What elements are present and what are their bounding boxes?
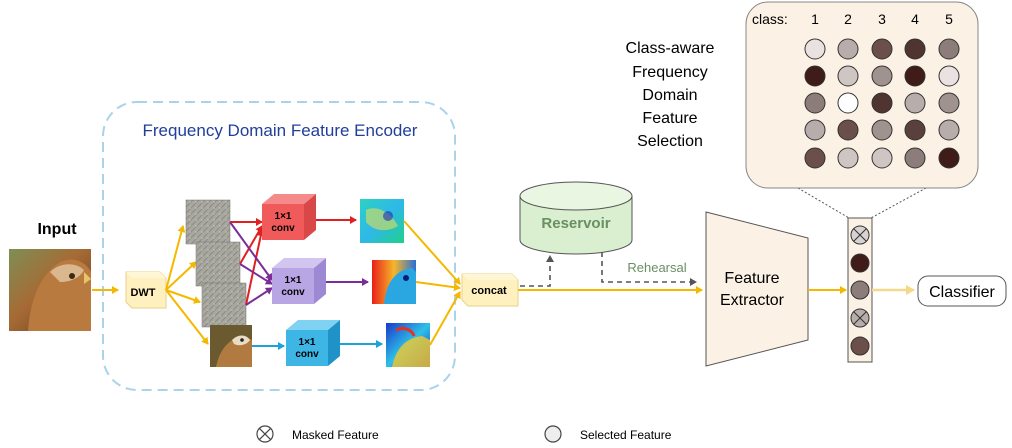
conv-purple-line1: 1×1: [285, 275, 302, 286]
feature-cell: [904, 92, 926, 114]
subband-image-3: [201, 282, 247, 328]
feature-cell: [871, 92, 893, 114]
dwt-label: DWT: [130, 287, 155, 299]
dwt-block: DWT: [125, 271, 167, 309]
legend-selected-icon: [544, 425, 562, 443]
classifier-box: Classifier: [917, 275, 1007, 307]
feature-cell: [904, 38, 926, 60]
selection-title-line: Class-aware: [626, 40, 715, 57]
feature-extractor: Feature Extractor: [705, 211, 809, 367]
feature-cell: [804, 92, 826, 114]
legend: Masked Feature Selected Feature: [256, 425, 672, 443]
class-number: 3: [878, 11, 886, 27]
feature-cell: [804, 147, 826, 169]
encoder-box: [102, 101, 456, 391]
conv-red-line2: conv: [271, 223, 295, 234]
feature-cell: [804, 119, 826, 141]
heatmap-3: [386, 323, 430, 367]
feature-cell: [837, 119, 859, 141]
classifier-label: Classifier: [929, 284, 995, 301]
feature-cell: [871, 38, 893, 60]
feature-vector-cells: [850, 225, 870, 356]
subband-image-2: [195, 241, 241, 287]
feature-extractor-line2: Extractor: [720, 292, 785, 309]
feature-cell: [871, 147, 893, 169]
feature-cell: [804, 38, 826, 60]
selection-title-line: Selection: [637, 133, 703, 150]
subband-image-4: [210, 325, 252, 367]
conv-blue-line2: conv: [295, 349, 319, 360]
class-numbers: 1 2 3 4 5: [811, 11, 953, 27]
reservoir-cylinder: Reservoir: [519, 181, 633, 255]
selection-title: Class-awareFrequencyDomainFeatureSelecti…: [626, 40, 715, 150]
class-number: 2: [844, 11, 852, 27]
selection-title-line: Feature: [642, 110, 697, 127]
masked-feature-cell: [850, 225, 870, 245]
input-label: Input: [37, 221, 77, 238]
conv-block-purple: 1×1 conv: [272, 258, 326, 304]
selected-feature-cell: [850, 253, 870, 273]
conv-to-heatmap-arrows: [316, 216, 383, 348]
conv-red-line1: 1×1: [275, 211, 292, 222]
feature-cell: [938, 147, 960, 169]
zoom-lines: [797, 187, 927, 219]
feature-cell: [871, 119, 893, 141]
feature-cell: [938, 38, 960, 60]
encoder-title: Frequency Domain Feature Encoder: [143, 121, 418, 140]
heatmap-1: [360, 199, 404, 243]
rehearsal-label: Rehearsal: [627, 260, 686, 275]
feature-extractor-line1: Feature: [724, 270, 779, 287]
feature-cell: [904, 119, 926, 141]
heatmap-2: [372, 260, 416, 304]
masked-feature-cell: [850, 308, 870, 328]
feature-cell: [871, 65, 893, 87]
reservoir-dashed-arrows: [520, 252, 697, 287]
conv-purple-line2: conv: [281, 287, 305, 298]
class-header-label: class:: [752, 11, 788, 27]
heatmap-to-concat-arrows: [403, 220, 461, 346]
selection-grid: [804, 38, 960, 169]
feature-cell: [837, 65, 859, 87]
class-number: 5: [945, 11, 953, 27]
feature-cell: [837, 147, 859, 169]
feature-cell: [904, 65, 926, 87]
selected-feature-cell: [850, 280, 870, 300]
feature-cell: [938, 92, 960, 114]
feature-cell: [938, 65, 960, 87]
selection-title-line: Frequency: [632, 64, 708, 81]
subband-to-conv-arrows: [229, 218, 285, 350]
legend-selected-label: Selected Feature: [580, 428, 672, 442]
subband-image-1: [185, 199, 231, 245]
class-number: 4: [911, 11, 919, 27]
feature-cell: [837, 38, 859, 60]
reservoir-label: Reservoir: [541, 215, 610, 232]
input-eagle-image: [9, 249, 91, 331]
feature-cell: [938, 119, 960, 141]
legend-masked-icon: [256, 425, 274, 443]
class-number: 1: [811, 11, 819, 27]
selection-title-line: Domain: [642, 87, 697, 104]
feature-cell: [904, 147, 926, 169]
concat-block: concat: [461, 273, 519, 307]
conv-block-blue: 1×1 conv: [286, 320, 340, 366]
selected-feature-cell: [850, 336, 870, 356]
feature-cell: [837, 92, 859, 114]
conv-block-red: 1×1 conv: [262, 194, 316, 240]
feature-cell: [804, 65, 826, 87]
conv-blue-line1: 1×1: [299, 337, 316, 348]
dwt-to-subband-arrows: [165, 225, 209, 345]
legend-masked-label: Masked Feature: [292, 428, 379, 442]
concat-label: concat: [471, 285, 507, 297]
